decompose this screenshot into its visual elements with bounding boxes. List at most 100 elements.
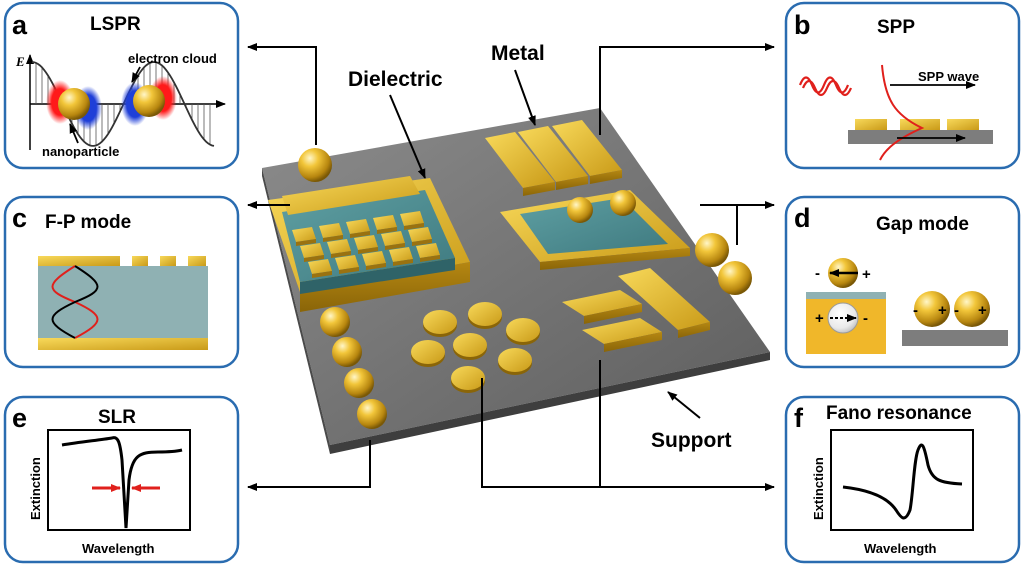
panel-letter-a: a [12,10,28,40]
dimer-sign-3: - [954,302,959,319]
metal-patch-side [331,251,351,258]
metal-patch [354,235,378,250]
panel-letter-b: b [794,10,811,40]
panel-d-gap-mode: d Gap mode - + + - - + - + [784,195,1021,369]
metal-bars [485,120,622,196]
isolated-particle [298,148,332,182]
metal-patch [362,251,386,266]
panel-title-b: SPP [877,17,915,38]
metal-patch [381,231,405,246]
metal-patch [346,219,370,234]
lspr-particle-left [46,80,102,130]
slr-curve [61,436,183,529]
fp-top-metal-left [38,256,120,266]
metal-patch-side [304,255,324,262]
metal-patch-side [385,243,405,250]
metal-patch [400,211,424,226]
panel-title-e: SLR [98,407,136,428]
spp-metal-strip-3 [947,119,979,130]
label-metal: Metal [491,42,545,65]
fp-top-metal-3 [188,256,206,266]
gap-sign-minus-bottom: - [863,310,868,327]
fp-standing-wave-black [51,265,99,339]
metal-patch [389,247,413,262]
dimer-right [954,291,990,327]
metal-patch [408,227,432,242]
slr-xlabel: Wavelength [82,541,155,556]
metal-patch-side [412,239,432,246]
gap-sign-plus-bottom: + [815,310,824,327]
metal-patch [300,243,324,258]
metal-patch [327,239,351,254]
metal-patch [416,243,440,258]
spp-field-profile [879,64,925,161]
metal-patch-side [393,259,413,266]
fano-xlabel: Wavelength [864,541,937,556]
panel-b-spp: b SPP SPP wave [784,1,1021,170]
panel-title-f: Fano resonance [826,403,972,424]
dimer-sign-4: + [978,302,987,319]
dimer-sign-2: + [938,302,947,319]
gap-sign-minus-top: - [815,265,820,282]
panel-f-fano: f Fano resonance Wavelength Extinction [784,395,1021,564]
metal-patch [292,227,316,242]
fp-dielectric-layer [38,266,208,338]
support-slab-side [330,352,770,454]
panel-a-lspr: a LSPR E electron cloud nanoparticle [3,1,240,170]
fano-ylabel: Extinction [811,457,826,520]
incident-light [798,76,853,97]
label-spp-wave: SPP wave [918,69,979,84]
metal-disk [498,348,532,372]
fano-plot-frame [830,429,974,531]
label-electron-cloud: electron cloud [128,51,217,66]
panel-letter-d: d [794,203,811,233]
spp-metal-strip-1 [855,119,887,130]
dielectric-pointer [389,94,426,179]
metal-disk [506,318,540,342]
lspr-particle-right [121,76,177,126]
metal-patch-side [339,267,359,274]
spp-substrate [848,130,993,144]
fp-top-metal-2 [160,256,176,266]
metal-disk-array [411,302,540,393]
metal-disk [411,340,445,364]
label-support: Support [651,429,731,452]
metal-disk [468,302,502,326]
panel-letter-e: e [12,403,27,433]
metal-patch-side [358,247,378,254]
axis-e-label: E [15,54,25,69]
metal-patch-side [296,239,316,246]
metal-patch-array [292,211,440,278]
slr-ylabel: Extinction [28,457,43,520]
metal-pointer [514,69,536,126]
gap-sign-plus-top: + [862,266,871,283]
support-pointer [667,391,701,419]
metal-disk [453,333,487,357]
metal-patch [373,215,397,230]
metal-patch [308,259,332,274]
metal-patch-side [366,263,386,270]
fano-curve [842,443,963,520]
slr-plot-frame [47,429,191,531]
metal-disk [451,366,485,390]
metal-patch [335,255,359,270]
panel-e-slr: e SLR Wavelength Extinction [3,395,240,564]
panel-letter-f: f [794,403,804,433]
gap-spacer [806,292,886,299]
dimer-sign-1: - [913,302,918,319]
metal-patch-side [323,235,343,242]
metal-patch-side [404,223,424,230]
metal-patch-side [377,227,397,234]
metal-patch-side [420,255,440,262]
center-device [262,108,770,454]
label-nanoparticle: nanoparticle [42,144,119,159]
panel-title-c: F-P mode [45,212,131,233]
support-slab-left-side [262,168,330,454]
panel-c-fp-mode: c F-P mode [3,195,240,369]
metal-disk [423,310,457,334]
dimer-particle-1 [695,233,729,267]
fp-top-metal-1 [132,256,148,266]
panel-title-a: LSPR [90,14,141,35]
metal-patch-side [312,271,332,278]
